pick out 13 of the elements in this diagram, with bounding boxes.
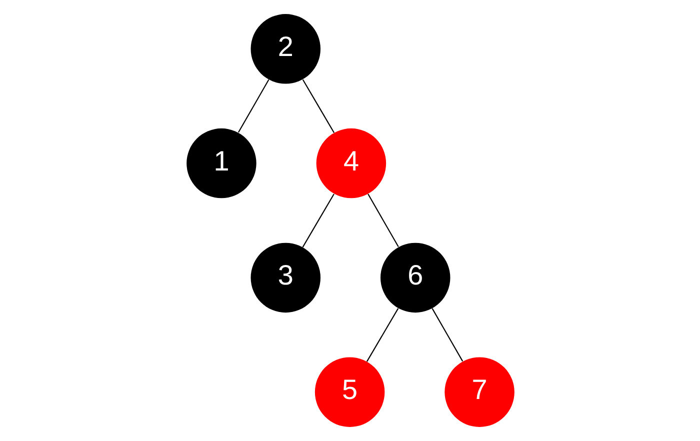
node-circle: 6 <box>380 242 450 313</box>
connector <box>302 194 334 248</box>
node-circle: 3 <box>250 242 320 313</box>
connector <box>367 194 398 248</box>
connector <box>366 308 398 362</box>
node-circle: 1 <box>186 128 256 198</box>
node-circle: 2 <box>250 14 320 84</box>
connector <box>237 79 269 133</box>
node-circle: 7 <box>444 357 514 427</box>
connector <box>302 79 334 134</box>
node-circle: 5 <box>314 357 384 427</box>
node-circle: 4 <box>316 128 386 198</box>
connector <box>431 308 463 362</box>
